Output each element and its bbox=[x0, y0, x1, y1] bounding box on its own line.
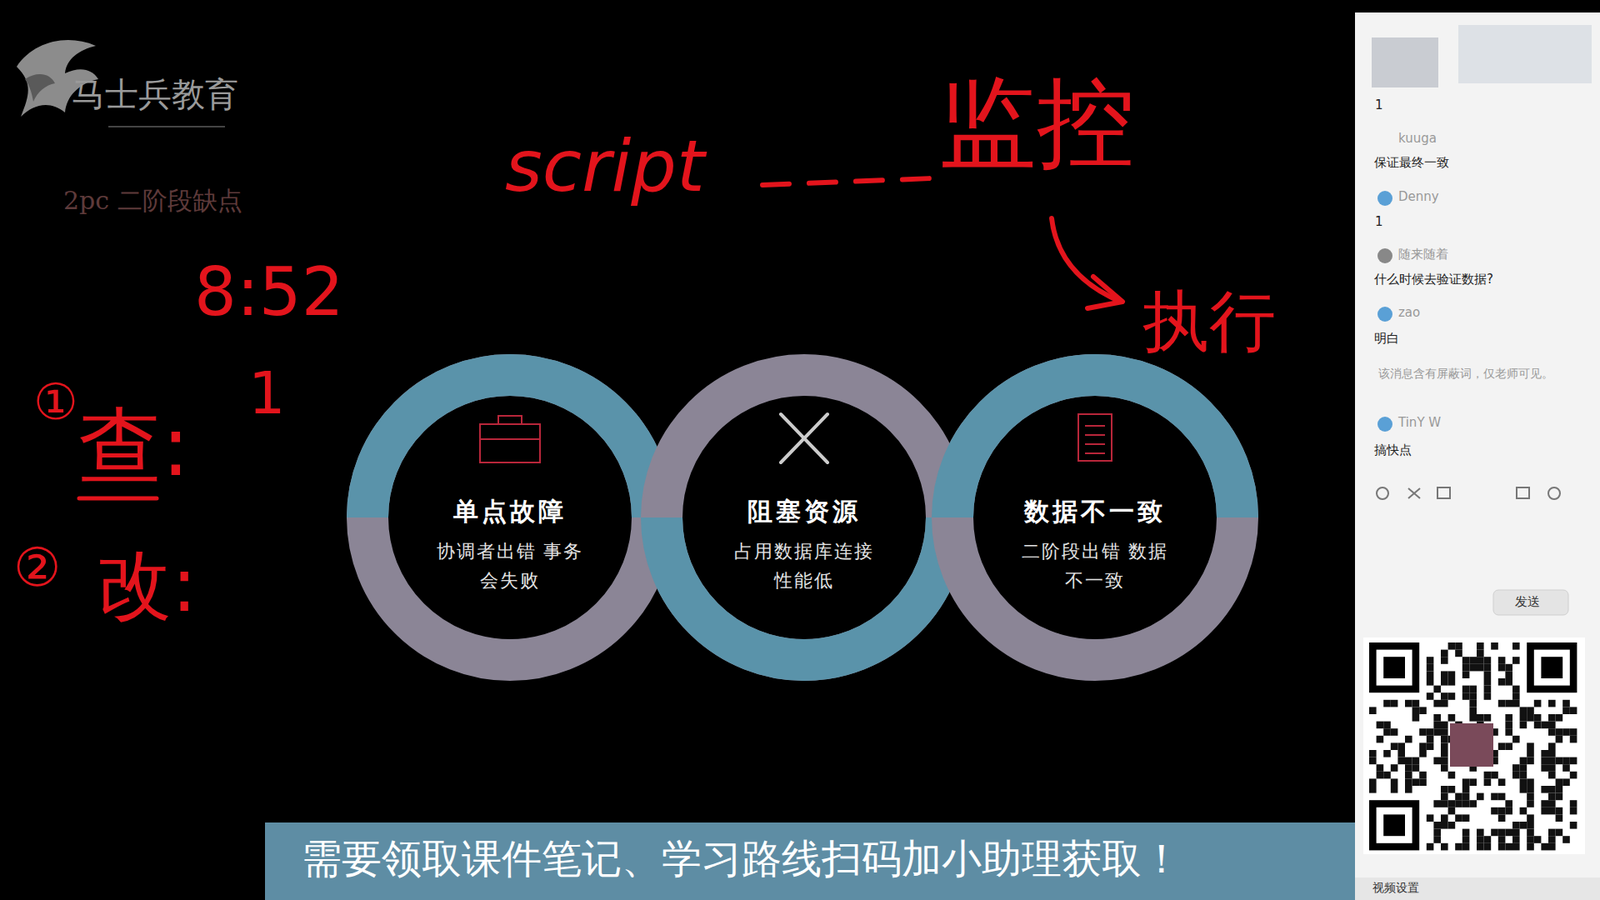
handwritten-note: ① bbox=[33, 373, 79, 431]
node-body: 二阶段出错 数据不一致 bbox=[1011, 537, 1179, 595]
chat-message: 1 bbox=[1375, 98, 1384, 113]
handwritten-note: script bbox=[505, 125, 705, 208]
send-button bbox=[1493, 590, 1569, 615]
chat-user: TinY W bbox=[1398, 415, 1441, 430]
banner-text: 需要领取课件笔记、学习路线扫码加小助理获取！ bbox=[301, 835, 1182, 882]
node-body: 占用数据库连接 性能低 bbox=[720, 537, 888, 595]
qr-ground bbox=[1363, 637, 1585, 855]
button-text: 发送 bbox=[1515, 595, 1540, 610]
chat-message: 什么时候去验证数据? bbox=[1374, 272, 1494, 287]
slide-title: 2pc 二阶段缺点 bbox=[63, 186, 243, 216]
chat-notice: 该消息含有屏蔽词，仅老师可见。 bbox=[1378, 366, 1554, 380]
chat-message: 保证最终一致 bbox=[1374, 155, 1450, 170]
logo-underline bbox=[108, 125, 225, 128]
chat-user: zao bbox=[1398, 305, 1420, 320]
handwritten-note: 改: bbox=[96, 541, 197, 629]
ring-node: 单点故障协调者出错 事务会失败 bbox=[346, 354, 674, 681]
ring-node: 数据不一致二阶段出错 数据不一致 bbox=[931, 354, 1259, 681]
handwritten-note: 监控 bbox=[938, 66, 1135, 180]
node-heading: 数据不一致 bbox=[1024, 495, 1166, 530]
chat-message: 搞快点 bbox=[1374, 443, 1412, 458]
handwritten-note: 8:52 bbox=[194, 254, 345, 331]
node-heading: 单点故障 bbox=[453, 495, 567, 530]
chat-panel bbox=[1355, 12, 1600, 878]
handwritten-note: 执行 bbox=[1142, 283, 1276, 360]
footer-text: 视频设置 bbox=[1372, 880, 1420, 895]
chat-user: 随来随着 bbox=[1398, 247, 1449, 262]
logo-text: 马士兵教育 bbox=[71, 75, 239, 114]
qr-code bbox=[1369, 642, 1577, 850]
chat-message: 明白 bbox=[1374, 331, 1400, 346]
node-body: 协调者出错 事务会失败 bbox=[426, 537, 594, 595]
chat-avatar bbox=[1377, 306, 1393, 322]
chat-user: Denny bbox=[1398, 190, 1440, 205]
logo-mark bbox=[25, 74, 55, 102]
handwritten-note: 查: bbox=[78, 398, 190, 495]
chat-header bbox=[1371, 37, 1439, 88]
chat-avatar bbox=[1377, 416, 1393, 432]
chat-header bbox=[1458, 25, 1592, 84]
hand-arrowhead bbox=[1087, 276, 1123, 309]
handwritten-note: 1 bbox=[248, 360, 286, 428]
ring-node: 阻塞资源占用数据库连接 性能低 bbox=[640, 354, 968, 681]
chat-message: 1 bbox=[1375, 215, 1384, 230]
hand-underline bbox=[79, 496, 157, 501]
chat-toolbar bbox=[1376, 487, 1560, 500]
chat-footer bbox=[1355, 877, 1600, 900]
handwritten-note: ② bbox=[13, 537, 61, 600]
hand-dashes bbox=[762, 178, 932, 185]
chat-avatar bbox=[1377, 190, 1393, 206]
node-heading: 阻塞资源 bbox=[747, 495, 861, 530]
chat-avatar bbox=[1377, 248, 1393, 264]
promo-banner bbox=[265, 822, 1355, 900]
chat-user: kuuga bbox=[1398, 131, 1437, 146]
